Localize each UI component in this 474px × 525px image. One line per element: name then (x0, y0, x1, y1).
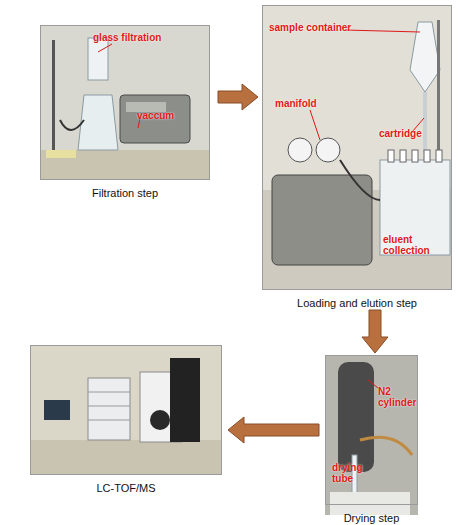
tof-tower (170, 358, 200, 442)
part-label: glass filtration (93, 32, 183, 43)
lc-stack (88, 378, 130, 440)
leader-line (310, 110, 320, 140)
lc-modules (88, 392, 130, 420)
block-arrow (228, 417, 319, 443)
photo-background (262, 5, 452, 290)
separatory-funnel (410, 22, 440, 92)
photo-panel: N2 cylinderdrying tubeDrying step (325, 355, 418, 505)
vacuum-pump (272, 175, 372, 265)
computer-monitor (44, 400, 70, 420)
part-label: N2 cylinder (378, 386, 418, 408)
tube (340, 160, 380, 200)
photo-background (40, 25, 210, 180)
bench-surface (40, 150, 210, 180)
pressure-gauge (316, 138, 340, 162)
photo-background (325, 355, 418, 515)
photo-panel: sample container manifold cartridge eluent … (262, 5, 452, 290)
tube (60, 120, 84, 130)
photo-panel: LC-TOF/MS (30, 345, 222, 475)
step-caption: LC-TOF/MS (96, 482, 155, 495)
bench-surface (30, 440, 222, 475)
part-label: cartridge (379, 128, 439, 139)
pressure-gauge (288, 138, 312, 162)
step-caption: Loading and elution step (297, 297, 417, 310)
ion-source (150, 410, 170, 430)
photo-background (30, 345, 222, 475)
leader-line (345, 30, 420, 32)
cartridge-tube (423, 92, 427, 152)
part-label: eluent collection (383, 234, 445, 256)
step-caption: Drying step (344, 512, 400, 525)
photo-panel: glass filtrationvaccumFiltration step (40, 25, 210, 180)
gas-line (360, 437, 412, 455)
part-label: vaccum (137, 110, 197, 121)
glass-funnel (88, 38, 108, 80)
retort-stand (52, 40, 55, 155)
step-caption: Filtration step (92, 187, 158, 200)
leader-line (368, 380, 378, 388)
block-arrow (218, 84, 258, 110)
part-label: sample container (269, 22, 359, 33)
leader-line (98, 44, 112, 52)
cartridges (388, 150, 442, 162)
stand-base (46, 150, 76, 158)
part-label: drying tube (332, 462, 372, 484)
manifold-box (380, 160, 450, 255)
block-arrow (362, 310, 388, 353)
filter-flask (78, 95, 118, 150)
part-label: manifold (275, 98, 335, 109)
heating-block (330, 492, 410, 515)
